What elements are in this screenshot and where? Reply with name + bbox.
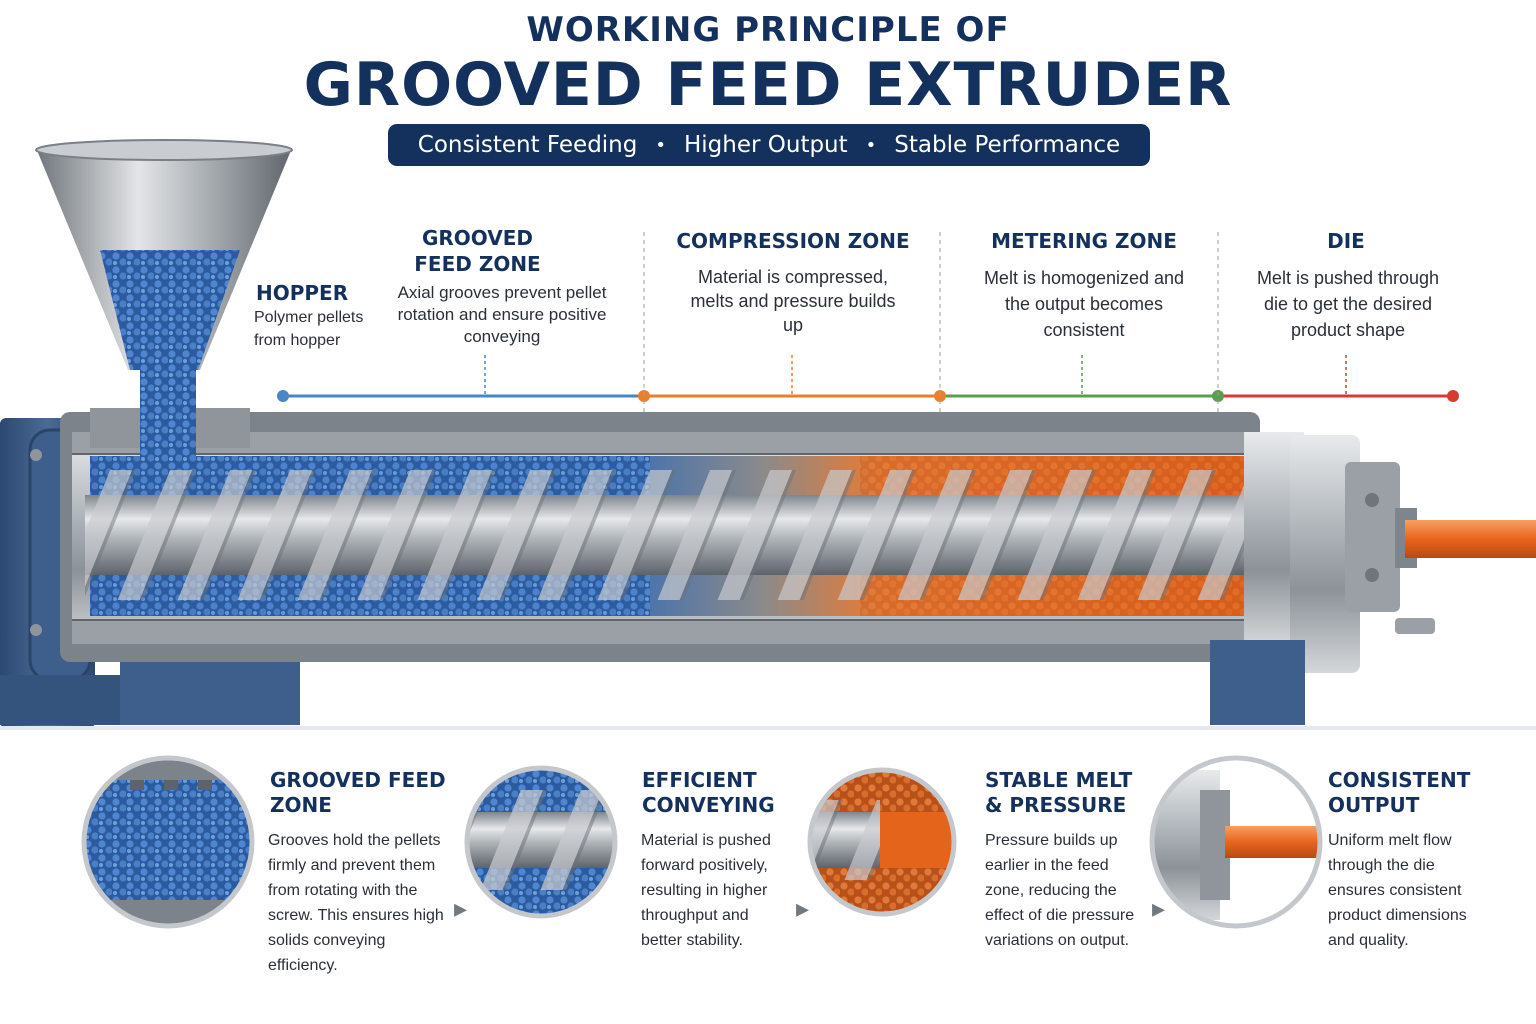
detail-circle-output	[1149, 755, 1323, 929]
hopper-desc: Polymer pellets from hopper	[254, 309, 364, 349]
detail-circle-melt	[807, 767, 957, 917]
detail-desc-grooved-feed: Grooves hold the pellets firmly and prev…	[268, 832, 444, 974]
zone-desc-compression: Material is compressed, melts and pressu…	[690, 267, 896, 335]
zone-title-metering: METERING ZONE	[991, 229, 1177, 253]
zone-desc-grooved-feed: Axial grooves prevent pellet rotation an…	[397, 283, 607, 346]
zone-title-grooved-feed: GROOVED FEED ZONE	[414, 226, 541, 276]
tagline-item-2: Higher Output	[683, 132, 848, 158]
detail-title-grooved-feed: GROOVED FEED ZONE	[270, 768, 446, 817]
detail-desc-melt: Pressure builds up earlier in the feed z…	[985, 832, 1135, 949]
detail-circle-conveying	[464, 765, 618, 919]
chevron-right-icon: ▸	[454, 894, 468, 924]
zone-title-die: DIE	[1327, 229, 1365, 253]
title-line-1: WORKING PRINCIPLE OF	[526, 10, 1010, 50]
page-title: GROOVED FEED EXTRUDER	[303, 50, 1233, 120]
chevron-right-icon: ▸	[1152, 894, 1166, 924]
tagline-banner: Consistent Feeding • Higher Output • Sta…	[388, 124, 1150, 166]
zone-desc-metering: Melt is homogenized and the output becom…	[983, 268, 1185, 340]
detail-desc-conveying: Material is pushed forward positively, r…	[641, 832, 771, 949]
detail-circle-grooved-feed	[81, 755, 255, 929]
extruded-product	[1405, 520, 1536, 558]
detail-title-conveying: EFFICIENT CONVEYING	[642, 768, 775, 817]
hopper-title: HOPPER	[256, 281, 349, 305]
detail-title-output: CONSISTENT OUTPUT	[1328, 768, 1471, 817]
hopper	[35, 139, 293, 468]
zone-timeline	[277, 232, 1459, 460]
tagline-separator-2: •	[865, 134, 877, 156]
zone-title-compression: COMPRESSION ZONE	[676, 229, 910, 253]
tagline-item-1: Consistent Feeding	[417, 132, 638, 158]
chevron-right-icon: ▸	[796, 894, 810, 924]
screw	[85, 470, 1260, 600]
zone-desc-die: Melt is pushed through die to get the de…	[1256, 268, 1440, 340]
detail-title-melt: STABLE MELT & PRESSURE	[985, 768, 1133, 817]
tagline-item-3: Stable Performance	[894, 132, 1121, 158]
tagline-separator-1: •	[655, 134, 666, 156]
detail-desc-output: Uniform melt flow through the die ensure…	[1328, 832, 1467, 949]
